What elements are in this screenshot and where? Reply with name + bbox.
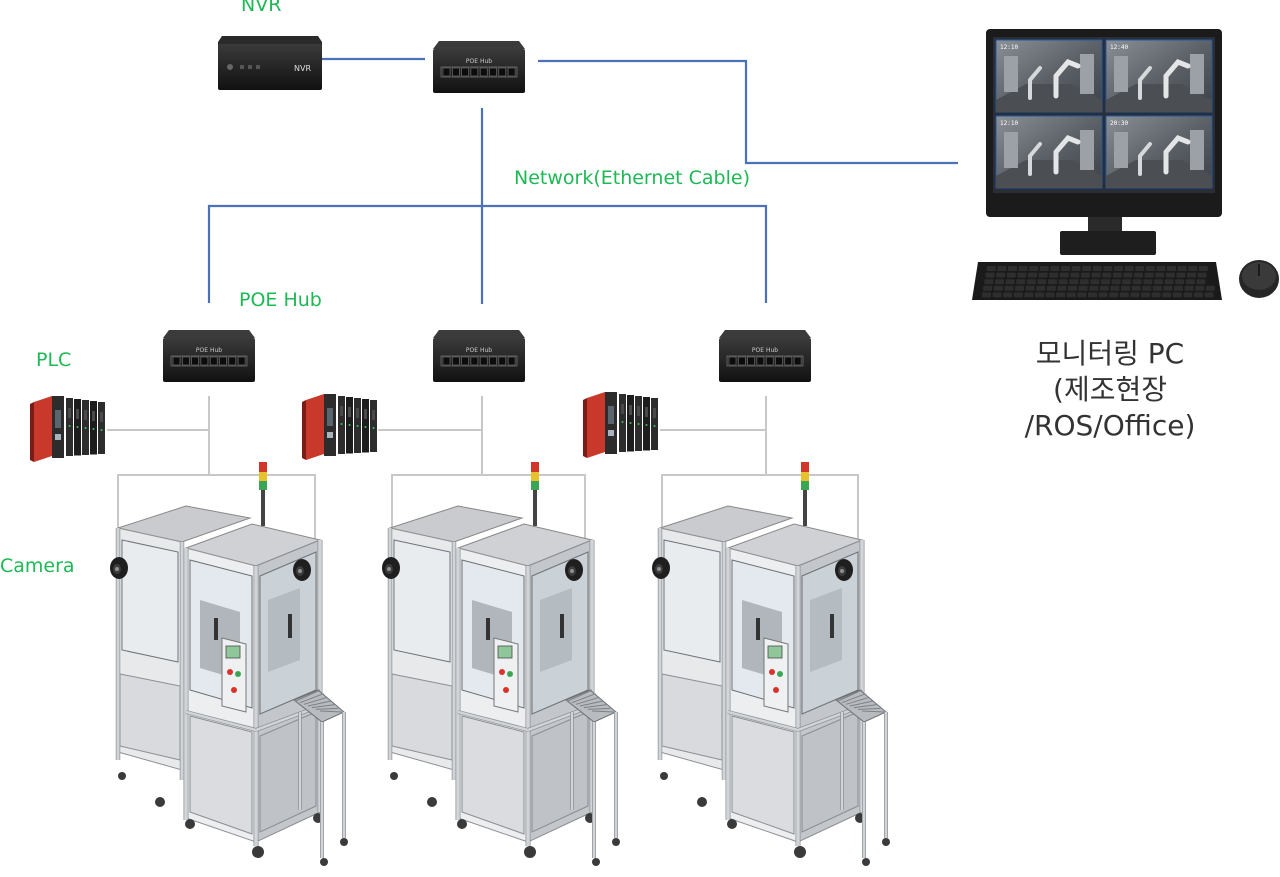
- pc-caption-line-1: 모니터링 PC: [1035, 337, 1185, 370]
- control-panel: [221, 637, 247, 713]
- camera-left: [110, 557, 128, 579]
- pc-caption-line-3: /ROS/Office): [1024, 409, 1196, 442]
- cctv-timestamp: 12:10: [1000, 44, 1018, 51]
- assembly-machine-2: [382, 462, 620, 866]
- camera-right: [565, 559, 583, 581]
- poe-hub-label: POE Hub: [239, 289, 322, 311]
- control-panel: [763, 637, 789, 713]
- cctv-timestamp: 20:30: [1110, 120, 1128, 127]
- network-label: Network(Ethernet Cable): [514, 167, 750, 189]
- cctv-timestamp: 12:40: [1110, 44, 1128, 51]
- cctv-timestamp: 12:10: [1000, 120, 1018, 127]
- nvr-device: NVR: [218, 36, 322, 90]
- poe-hub-1: POE Hub: [163, 330, 255, 382]
- conveyor: [293, 689, 348, 866]
- cctv-feed-1: 12:10: [995, 39, 1103, 113]
- plc-3: [583, 392, 658, 458]
- camera-left: [382, 557, 400, 579]
- cctv-feed-3: 12:10: [995, 115, 1103, 189]
- stack-light: [531, 462, 539, 526]
- pc-caption-line-2: (제조현장: [1053, 373, 1167, 406]
- camera-label: Camera: [0, 555, 75, 577]
- network-cables: [207, 57, 958, 304]
- monitoring-pc-caption: 모니터링 PC (제조현장 /ROS/Office): [985, 336, 1235, 444]
- nvr-label: NVR: [241, 0, 282, 16]
- stack-light: [259, 462, 267, 526]
- machine-back-cabinet: [115, 505, 252, 807]
- plc-2: [302, 394, 377, 460]
- hub-text: POE Hub: [196, 347, 222, 354]
- hub-text: POE Hub: [752, 347, 778, 354]
- hub-text: POE Hub: [466, 58, 492, 65]
- poe-hub-2: POE Hub: [433, 330, 525, 382]
- net-bus: [207, 204, 768, 303]
- pc-monitor-base: [1060, 231, 1156, 255]
- hub-text: POE Hub: [466, 347, 492, 354]
- cctv-feed-2: 12:40: [1105, 39, 1213, 113]
- keyboard: [972, 262, 1222, 300]
- cctv-grid: 12:10 12:40 12:10 20:30: [995, 39, 1213, 189]
- mouse: [1239, 260, 1279, 298]
- machine-front-cabinet: [183, 523, 323, 858]
- stack-light: [801, 462, 809, 526]
- camera-left: [652, 557, 670, 579]
- nvr-device-text: NVR: [294, 64, 311, 73]
- conveyor: [835, 689, 890, 866]
- local-camera-link-1: [117, 474, 316, 548]
- net-hub-to-pc: [538, 59, 958, 165]
- local-camera-link-2: [391, 474, 586, 548]
- local-camera-link-3: [661, 474, 859, 548]
- camera-right: [293, 559, 311, 581]
- pc-monitor-stand: [1088, 217, 1122, 233]
- assembly-machine-1: [110, 462, 348, 866]
- machine-front-cabinet: [725, 523, 865, 858]
- poe-hub-top: POE Hub: [433, 41, 525, 93]
- plc-1: [30, 396, 105, 462]
- monitoring-pc: 12:10 12:40 12:10 20:30: [972, 29, 1279, 300]
- assembly-machine-3: [652, 462, 890, 866]
- cctv-feed-4: 20:30: [1105, 115, 1213, 189]
- poe-hub-3: POE Hub: [719, 330, 811, 382]
- plc-label: PLC: [36, 349, 72, 371]
- control-panel: [493, 637, 519, 713]
- camera-right: [835, 559, 853, 581]
- conveyor: [565, 689, 620, 866]
- local-cables: [107, 396, 859, 548]
